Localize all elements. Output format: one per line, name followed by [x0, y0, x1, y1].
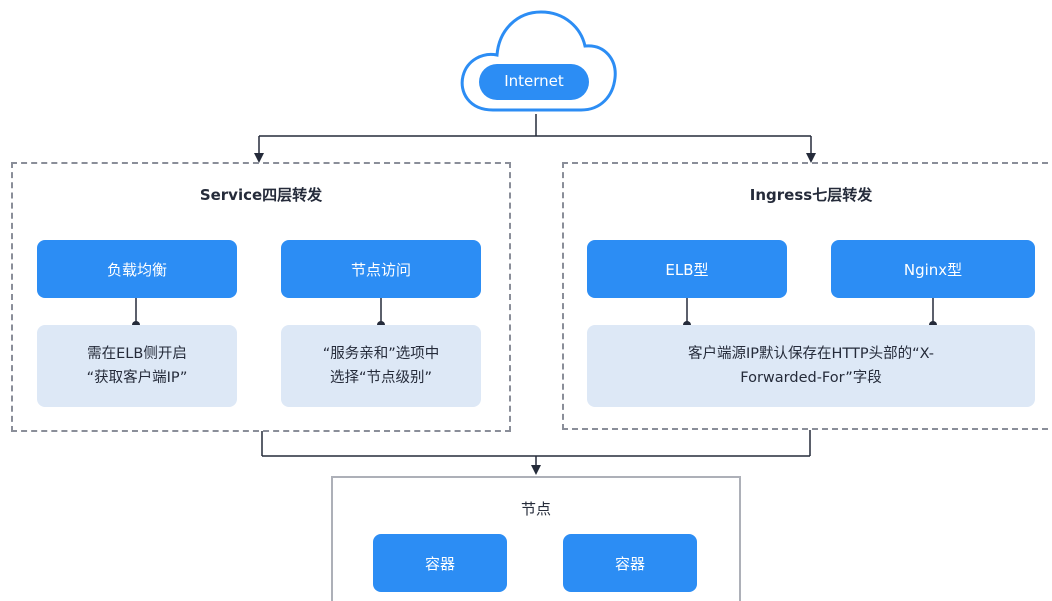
container-button-2[interactable]: 容器	[563, 534, 697, 592]
load-balance-note-line1: 需在ELB侧开启	[87, 346, 187, 362]
internet-label: Internet	[504, 72, 564, 90]
internet-cloud: Internet	[455, 2, 620, 114]
elb-button[interactable]: ELB型	[587, 240, 787, 298]
container-button-1[interactable]: 容器	[373, 534, 507, 592]
ingress-panel-title: Ingress七层转发	[749, 186, 873, 204]
service-panel: Service四层转发	[11, 162, 511, 432]
node-access-note-line1: “服务亲和”选项中	[322, 346, 440, 362]
nginx-button[interactable]: Nginx型	[831, 240, 1035, 298]
ingress-note-line1: 客户端源IP默认保存在HTTP头部的“X-	[687, 346, 935, 362]
load-balance-button[interactable]: 负载均衡	[37, 240, 237, 298]
internet-connector	[259, 114, 811, 137]
ingress-note-line2: Forwarded-For”字段	[740, 370, 882, 386]
panels-merge-connector	[261, 430, 811, 457]
service-panel-title: Service四层转发	[199, 186, 323, 204]
load-balance-note: 需在ELB侧开启 “获取客户端IP”	[37, 325, 237, 407]
node-title: 节点	[520, 500, 551, 518]
node-access-note-line2: 选择“节点级别”	[329, 370, 433, 386]
node-access-note: “服务亲和”选项中 选择“节点级别”	[281, 325, 481, 407]
node-access-button[interactable]: 节点访问	[281, 240, 481, 298]
ingress-note: 客户端源IP默认保存在HTTP头部的“X- Forwarded-For”字段	[587, 325, 1035, 407]
ingress-panel: Ingress七层转发	[562, 162, 1052, 430]
load-balance-note-line2: “获取客户端IP”	[86, 370, 188, 386]
cloud-icon	[460, 10, 617, 112]
